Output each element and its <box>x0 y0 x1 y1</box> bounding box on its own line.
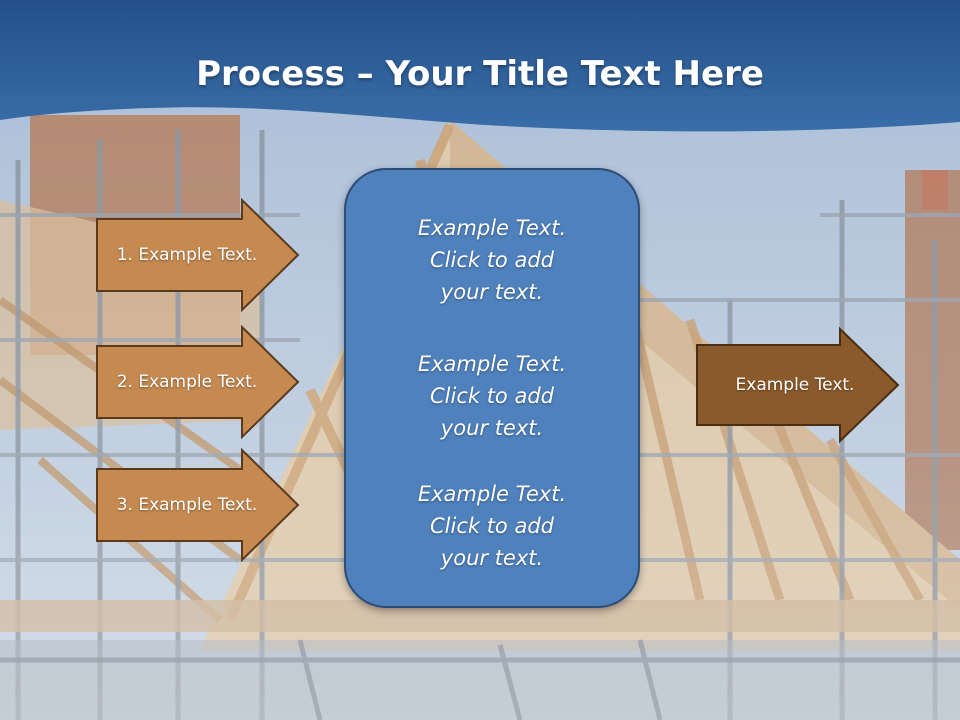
panel-line: your text. <box>440 280 544 304</box>
arrow-shape <box>96 197 300 313</box>
panel-line: Example Text. <box>417 216 567 240</box>
panel-line: your text. <box>440 546 544 570</box>
panel-line: Click to add <box>429 514 554 538</box>
step-arrow-3[interactable]: 3. Example Text. <box>96 447 300 563</box>
center-text-panel[interactable]: Example Text. Click to add your text. Ex… <box>344 168 640 608</box>
title-rest: – Your Title Text Here <box>344 54 764 94</box>
panel-line: Click to add <box>429 248 554 272</box>
panel-line: Click to add <box>429 384 554 408</box>
arrow-shape <box>96 324 300 440</box>
arrow-shape <box>696 326 900 444</box>
panel-line: Example Text. <box>417 482 567 506</box>
panel-text-block-2: Example Text. Click to add your text. <box>346 348 638 444</box>
step-label-2: 2. Example Text. <box>116 372 258 392</box>
step-label-1: 1. Example Text. <box>116 245 258 265</box>
step-arrow-2[interactable]: 2. Example Text. <box>96 324 300 440</box>
slide-title: Process – Your Title Text Here <box>0 52 960 96</box>
panel-text-block-3: Example Text. Click to add your text. <box>346 478 638 574</box>
panel-line: Example Text. <box>417 352 567 376</box>
result-label: Example Text. <box>735 375 855 395</box>
panel-text-block-1: Example Text. Click to add your text. <box>346 212 638 308</box>
result-arrow[interactable]: Example Text. <box>696 326 900 444</box>
step-label-3: 3. Example Text. <box>116 495 258 515</box>
title-bold: Process <box>196 54 345 94</box>
panel-line: your text. <box>440 416 544 440</box>
step-arrow-1[interactable]: 1. Example Text. <box>96 197 300 313</box>
arrow-shape <box>96 447 300 563</box>
